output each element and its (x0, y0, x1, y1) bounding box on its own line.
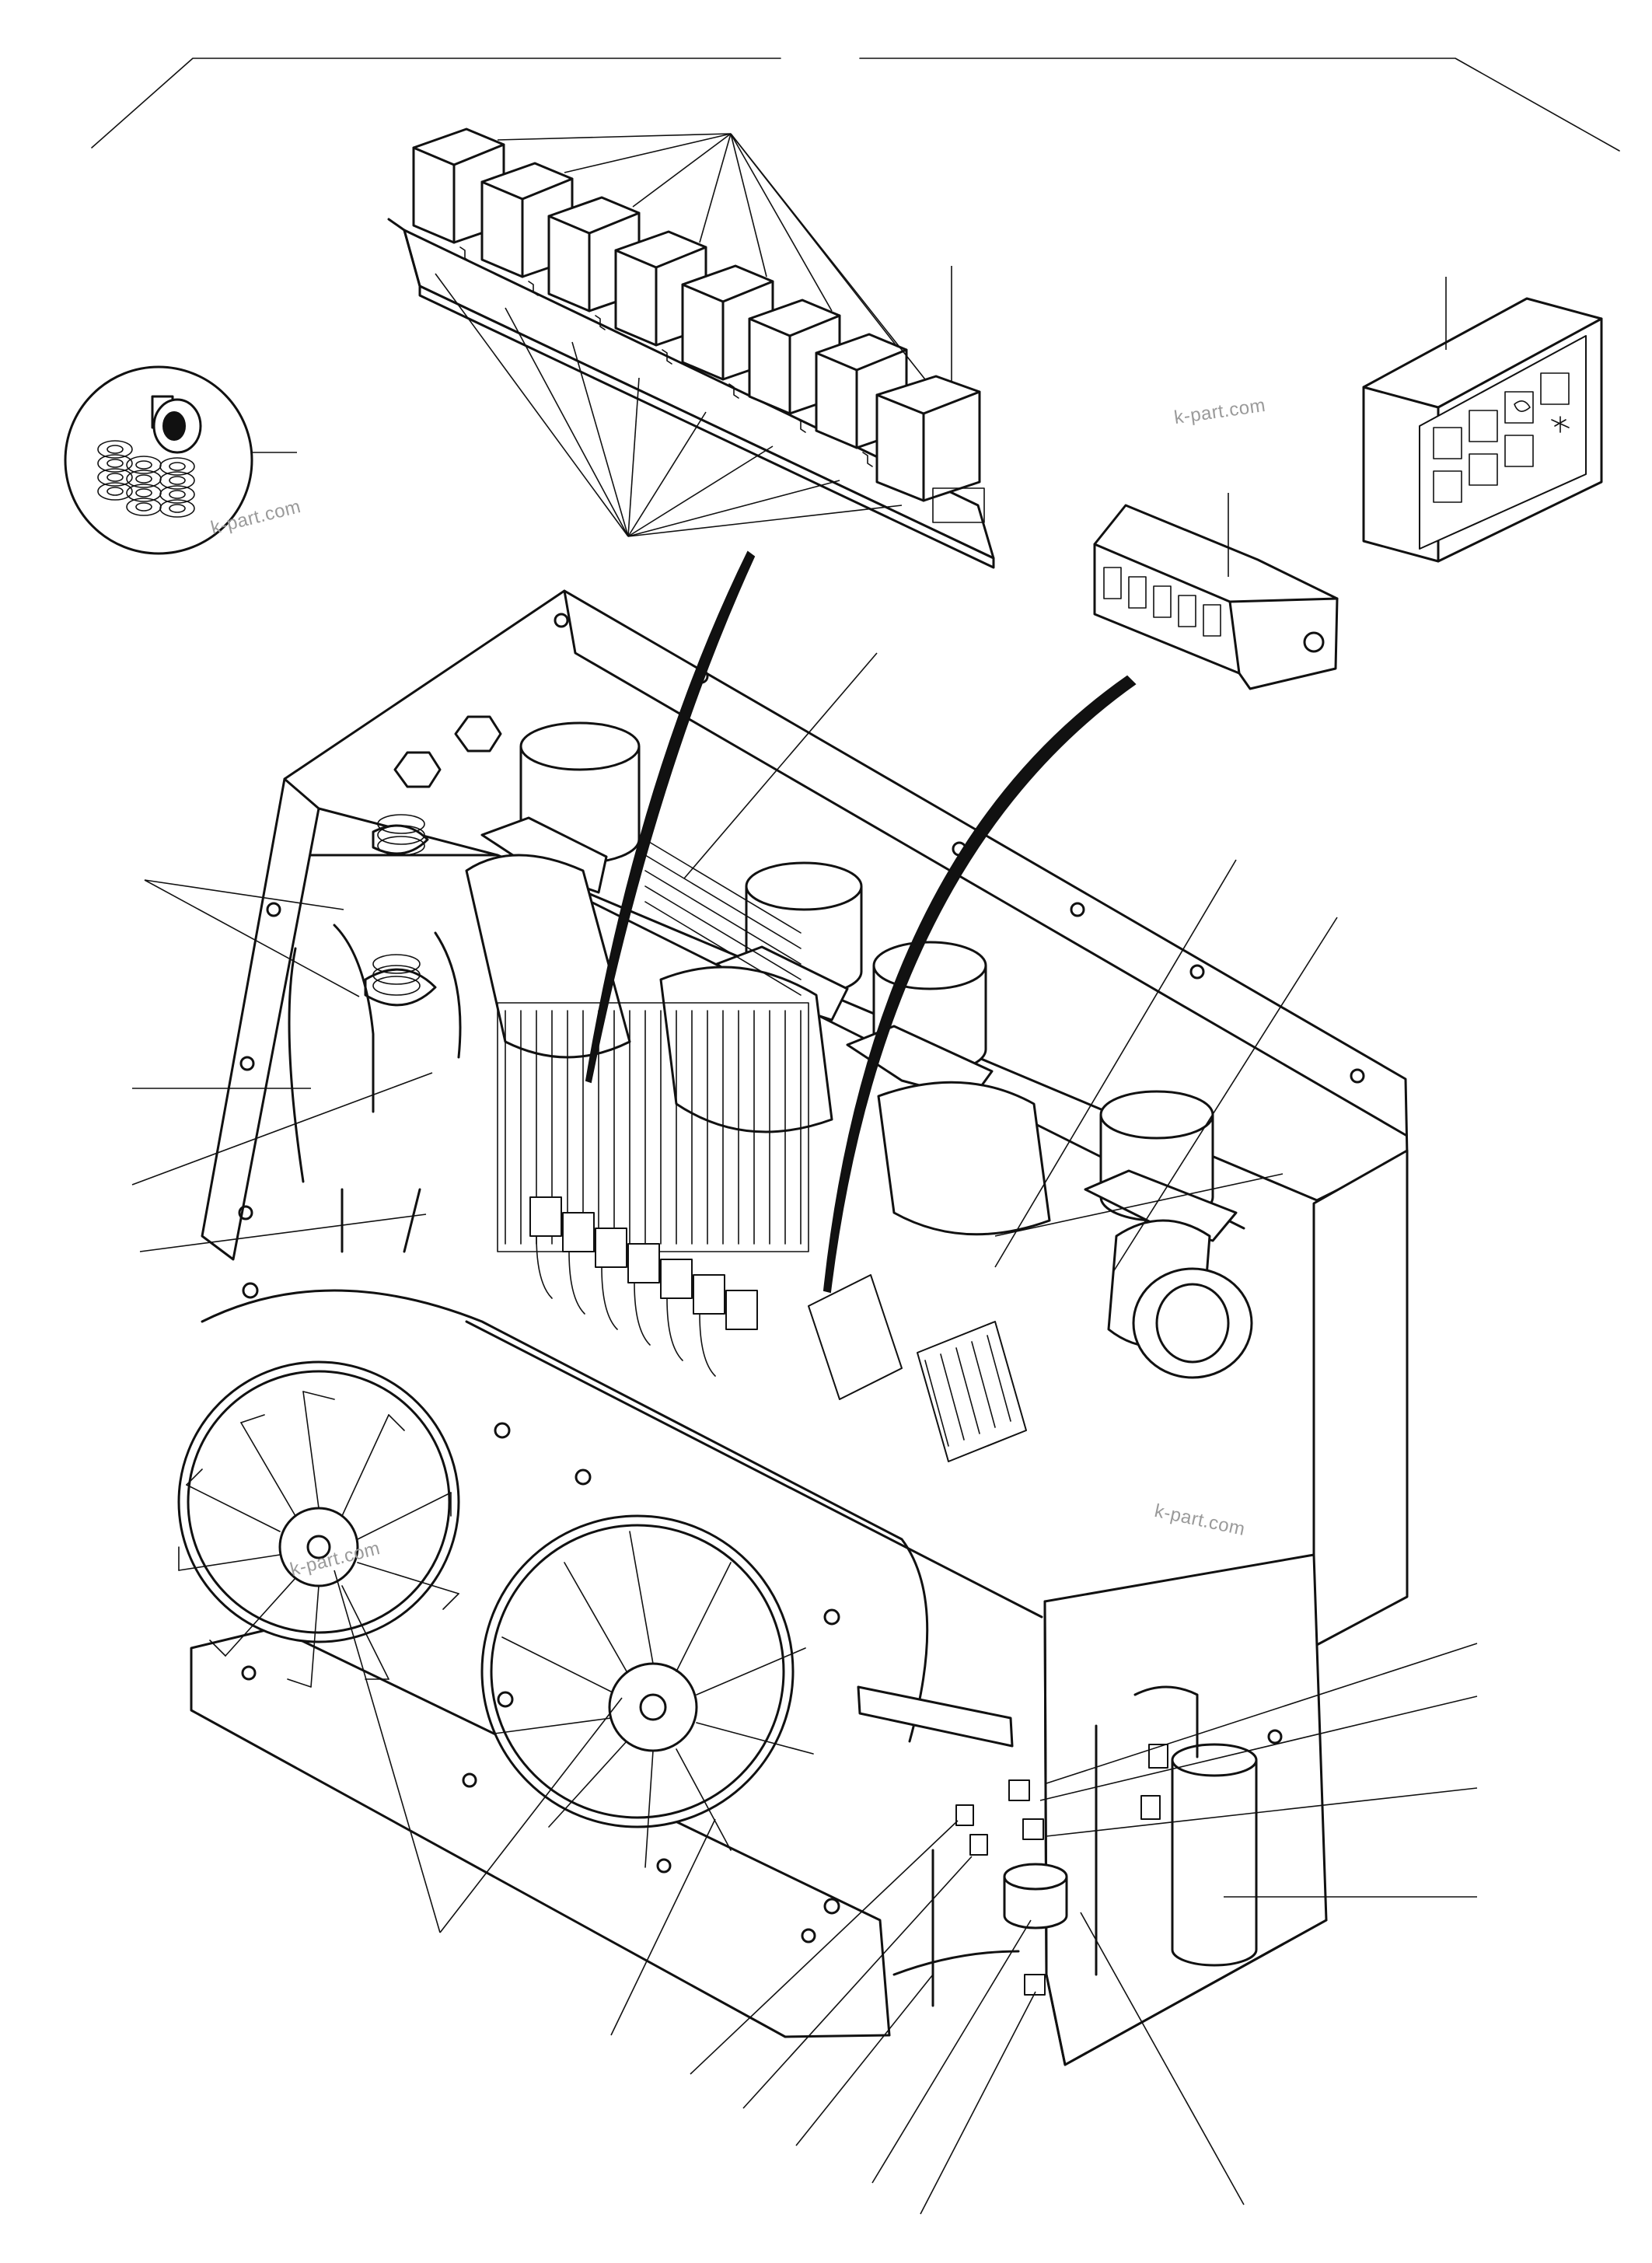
detail-frame (91, 58, 1620, 152)
relay-block-detail (387, 127, 995, 569)
terminal-block (808, 1274, 1027, 1462)
fan-shroud (201, 1282, 1043, 1915)
blower-motor-3 (846, 941, 1051, 1236)
blower-motor-4 (1084, 1090, 1253, 1379)
top-ports (393, 715, 502, 788)
fan-blades-right (494, 1531, 814, 1868)
panel-buttons (1433, 372, 1570, 503)
relay-block-arrow (585, 550, 756, 1084)
tape-roll-icon (151, 395, 202, 454)
seal-kit-detail (64, 365, 297, 555)
connector-arrow (823, 675, 1137, 1294)
condenser-fan-left (177, 1360, 460, 1688)
mounting-bracket (857, 1685, 1014, 1748)
fan-blades-left (178, 1391, 459, 1688)
filter-drier (1003, 1863, 1068, 1929)
internal-relays (529, 1196, 758, 1377)
blower-motor-1 (465, 721, 641, 1059)
receiver-drier (1171, 1743, 1258, 1967)
condenser-fan-right (480, 1514, 814, 1868)
pressure-switches (892, 1685, 1199, 2007)
seal-rings-icon (97, 440, 195, 518)
connector-module-detail (1093, 493, 1339, 690)
blower-motors (465, 721, 1253, 1379)
relay-8 (875, 375, 981, 502)
expansion-valves (288, 814, 462, 1253)
callout-leaders (131, 652, 1478, 2215)
climate-control-panel-detail (1362, 277, 1603, 563)
